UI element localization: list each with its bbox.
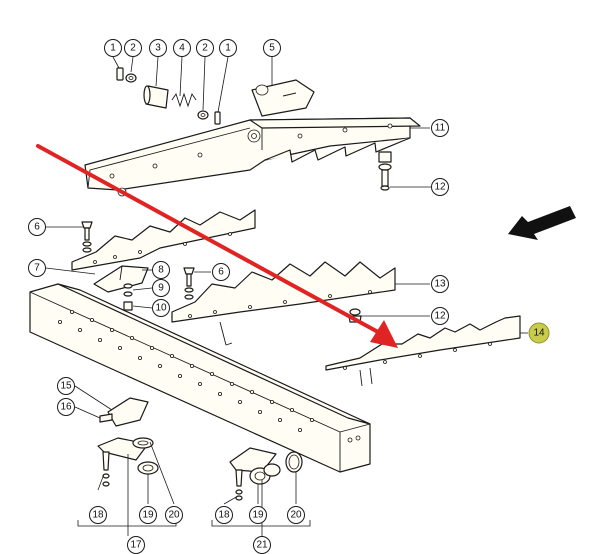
callout-18b: 18: [215, 506, 233, 524]
bolt-mid-left-part: [81, 221, 93, 253]
callout-11: 11: [431, 119, 449, 137]
svg-text:19: 19: [252, 510, 264, 521]
lower-right-bracket-part: [229, 447, 303, 501]
svg-text:1: 1: [110, 43, 116, 54]
bolt-top-part: [378, 151, 392, 191]
svg-text:5: 5: [269, 43, 275, 54]
callout-13: 13: [431, 275, 449, 293]
callout-9: 9: [152, 279, 170, 297]
main-tube-beam-part: [29, 283, 371, 473]
svg-text:11: 11: [435, 123, 446, 134]
svg-text:7: 7: [34, 263, 40, 274]
callout-6b: 6: [212, 263, 230, 281]
callout-17: 17: [127, 536, 145, 554]
svg-text:2: 2: [130, 43, 136, 54]
knife-section-left-part: [71, 209, 256, 271]
callout-8: 8: [152, 261, 170, 279]
leader-lines: [45, 56, 528, 536]
callout-21: 21: [253, 536, 271, 554]
svg-text:12: 12: [434, 311, 446, 322]
svg-text:1: 1: [225, 43, 231, 54]
bolt-mid-center-part: [183, 267, 195, 300]
callout-2a: 2: [124, 39, 142, 57]
mount-bracket-part: [251, 79, 315, 117]
callout-3: 3: [149, 39, 167, 57]
nut-washer-part: [123, 283, 133, 311]
svg-text:2: 2: [202, 43, 208, 54]
svg-text:20: 20: [168, 510, 180, 521]
callout-15: 15: [57, 377, 75, 395]
callout-1a: 1: [104, 39, 122, 57]
annotation-arrow-icon: [36, 144, 398, 348]
svg-text:8: 8: [158, 265, 164, 276]
callout-19b: 19: [249, 506, 267, 524]
svg-text:12: 12: [434, 182, 446, 193]
svg-text:14: 14: [533, 328, 545, 339]
svg-text:21: 21: [256, 540, 268, 551]
group-brackets: [77, 520, 311, 527]
svg-text:3: 3: [155, 43, 161, 54]
svg-text:9: 9: [158, 283, 164, 294]
callout-7: 7: [28, 259, 46, 277]
callout-12a: 12: [431, 178, 449, 196]
svg-text:20: 20: [290, 510, 302, 521]
svg-text:13: 13: [434, 279, 446, 290]
svg-text:16: 16: [60, 402, 72, 413]
svg-text:18: 18: [92, 510, 104, 521]
svg-text:4: 4: [179, 43, 185, 54]
direction-arrow-icon: [508, 206, 576, 240]
callout-12b: 12: [431, 307, 449, 325]
svg-text:19: 19: [142, 510, 154, 521]
callout-10: 10: [152, 299, 170, 317]
svg-text:15: 15: [60, 381, 72, 392]
support-beam-part: [84, 117, 421, 197]
callout-14: 14: [528, 322, 550, 344]
callouts: 1 2 3 4 2 1 5 11 12 6 7 8 6 9 10 13 12 1…: [28, 39, 550, 554]
callout-4: 4: [173, 39, 191, 57]
clamp-plate-part: [93, 265, 149, 293]
callout-1b: 1: [219, 39, 237, 57]
svg-text:6: 6: [218, 267, 224, 278]
pin-set-part: [116, 67, 221, 125]
callout-5: 5: [263, 39, 281, 57]
svg-text:18: 18: [218, 510, 230, 521]
svg-text:10: 10: [155, 303, 167, 314]
svg-text:6: 6: [34, 222, 40, 233]
callout-16: 16: [57, 398, 75, 416]
callout-6a: 6: [28, 218, 46, 236]
knife-section-center-part: [171, 261, 396, 346]
callout-2b: 2: [196, 39, 214, 57]
lower-left-bracket-part: [97, 397, 159, 487]
svg-text:17: 17: [130, 540, 142, 551]
callout-19a: 19: [139, 506, 157, 524]
callout-18a: 18: [89, 506, 107, 524]
callout-20a: 20: [165, 506, 183, 524]
knife-section-right-part: [325, 315, 521, 387]
callout-20b: 20: [287, 506, 305, 524]
